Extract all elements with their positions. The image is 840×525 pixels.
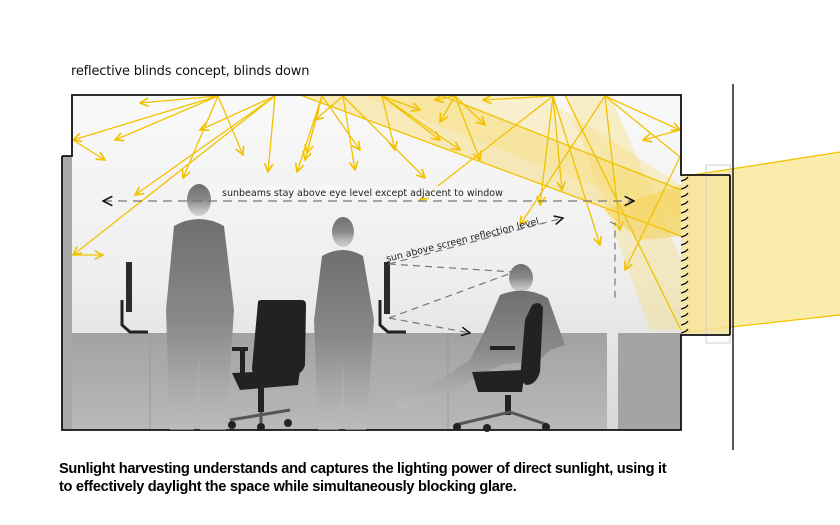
standing-person-middle	[314, 217, 374, 430]
office-chair-left	[228, 300, 306, 431]
room-outline	[61, 84, 734, 450]
seated-person-right	[395, 264, 565, 410]
caption: Sunlight harvesting understands and capt…	[59, 460, 779, 496]
desk-right	[618, 333, 681, 430]
sun-rays	[73, 96, 680, 270]
office-chair-right	[453, 303, 550, 432]
sight-lines	[388, 218, 563, 333]
reflective-blinds	[680, 164, 731, 344]
caption-line-1: Sunlight harvesting understands and capt…	[59, 461, 667, 477]
monitor-middle	[378, 262, 406, 334]
glare-zone-line	[609, 221, 616, 300]
monitor-left	[120, 262, 148, 334]
diagram-title: reflective blinds concept, blinds down	[71, 64, 310, 79]
left-wall	[62, 156, 72, 430]
eye-level-label: sunbeams stay above eye level except adj…	[222, 188, 503, 199]
caption-line-2: to effectively daylight the space while …	[59, 479, 517, 495]
